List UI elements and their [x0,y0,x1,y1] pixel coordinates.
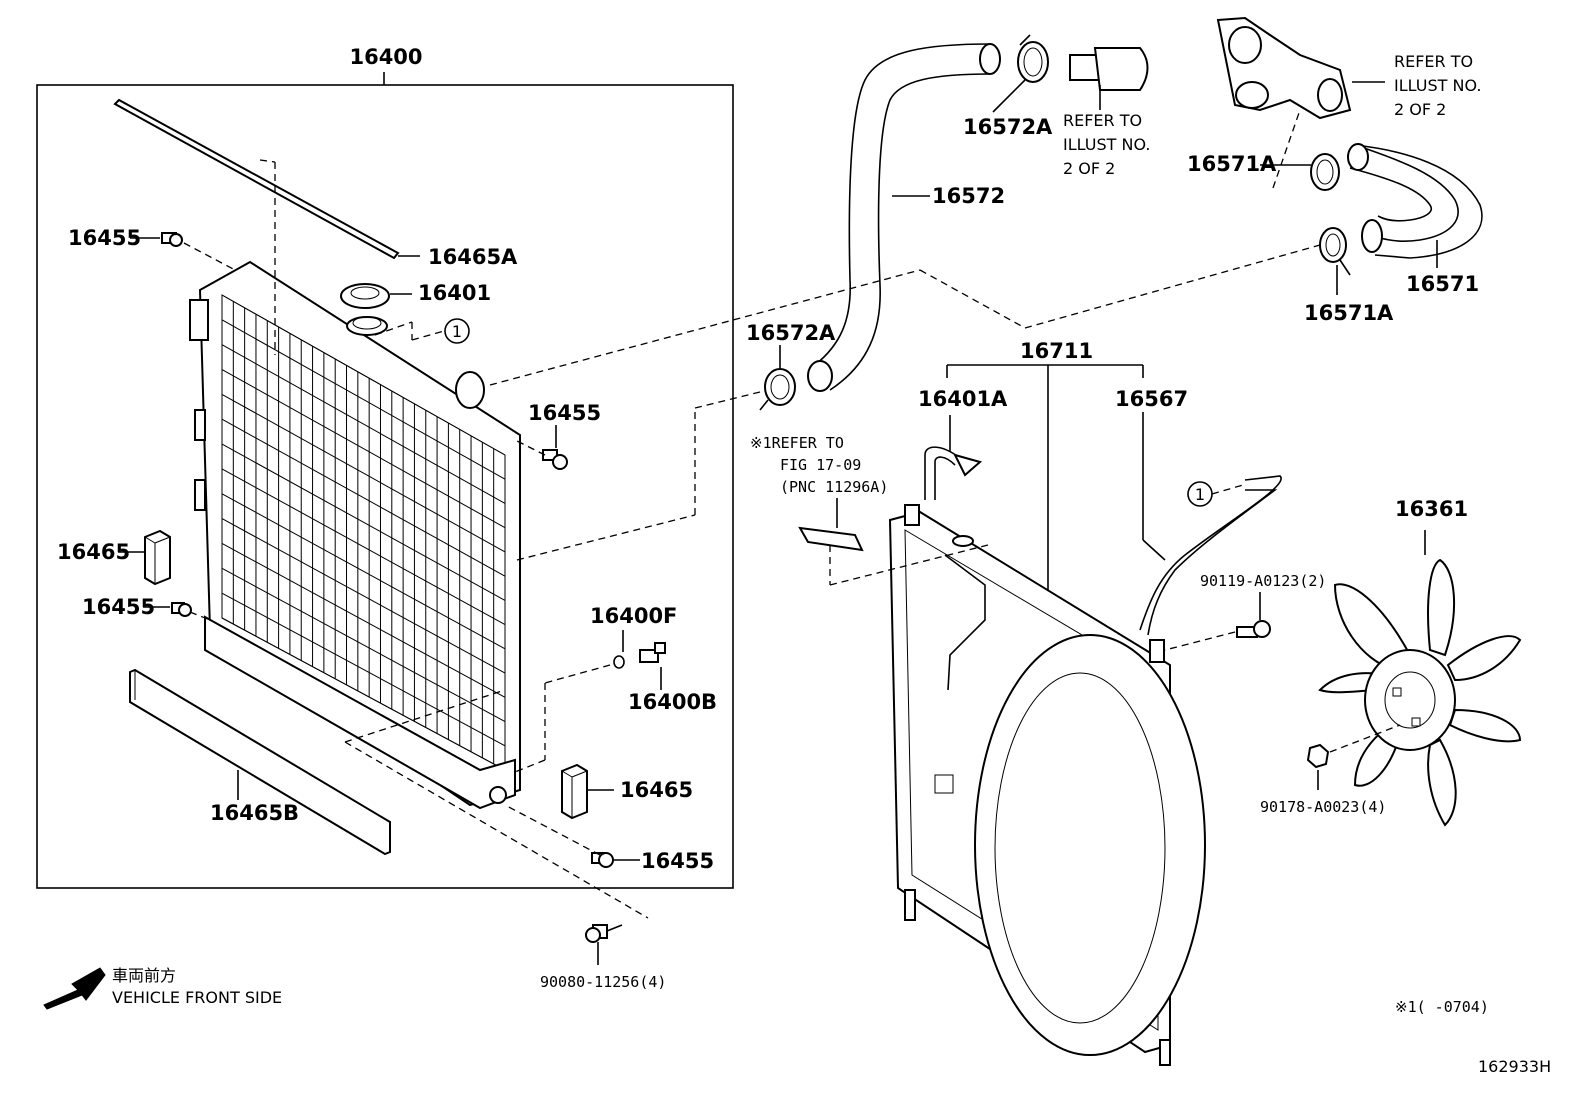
vehicle-front-arrow-icon [43,967,106,1010]
top-seal-strip [113,98,400,260]
bolt-16455-bottom [504,804,640,868]
label-90119: 90119-A0123(2) [1200,572,1326,590]
fan-ring [974,634,1206,1056]
refer-note-inlet-3: 2 OF 2 [1394,100,1446,119]
label-16455-left: 16455 [82,595,155,619]
label-16571A-lower: 16571A [1304,301,1394,325]
label-16571A-top: 16571A [1187,152,1277,176]
callout-1-radiator-text: 1 [452,322,462,341]
bolt-16455-left [143,602,211,621]
label-16400: 16400 [349,45,422,69]
label-16361: 16361 [1395,497,1468,521]
label-16401A: 16401A [918,387,1008,411]
vehicle-front-en: VEHICLE FRONT SIDE [112,988,282,1007]
caution-label [798,526,864,552]
cushion-16465-left [118,529,171,586]
label-16401: 16401 [418,281,491,305]
bolt-16455-top [130,232,236,271]
fig-ref-note-1: ※1REFER TO [750,434,844,452]
drain-plug [514,630,666,773]
bolt-16455-right [514,425,568,470]
nut-90178 [1306,724,1401,790]
callout-1-radiator [444,318,470,344]
refer-note-outlet-3: 2 OF 2 [1063,159,1115,178]
label-16455-bottom: 16455 [641,849,714,873]
footnote: ※1( -0704) [1395,998,1489,1016]
bolt-90080 [585,924,623,965]
refer-note-inlet-1: REFER TO [1394,52,1473,71]
fig-ref-note-2: FIG 17-09 [780,456,861,474]
label-16465A: 16465A [428,245,518,269]
label-16465B: 16465B [210,801,299,825]
refer-note-outlet-1: REFER TO [1063,111,1142,130]
label-16572: 16572 [932,184,1005,208]
label-16400B: 16400B [628,690,717,714]
bolt-90119 [1164,592,1271,651]
label-16400F: 16400F [590,604,677,628]
illustration-id: 162933H [1478,1057,1551,1076]
label-16465-right: 16465 [620,778,693,802]
label-16455-top: 16455 [68,226,141,250]
label-16455-right: 16455 [528,401,601,425]
fig-ref-note-3: (PNC 11296A) [780,478,888,496]
clamp-16572A-lower [759,345,796,411]
fan-shroud [888,504,1206,1066]
clamp-16572A-top [992,34,1049,113]
upper-hose-16572 [807,43,1001,392]
overflow-hose-16401A [924,415,983,500]
radiator-group-frame [36,84,734,889]
callout-1-hose [1187,481,1213,507]
label-16567: 16567 [1115,387,1188,411]
water-inlet-housing [1216,16,1385,120]
refer-note-inlet-2: ILLUST NO. [1394,76,1481,95]
label-16711: 16711 [1020,339,1093,363]
label-90080: 90080-11256(4) [540,973,666,991]
radiator-core [189,260,521,810]
label-16572A-top: 16572A [963,115,1053,139]
hose-16567 [1139,412,1282,636]
refer-note-outlet-2: ILLUST NO. [1063,135,1150,154]
bottom-seal-16465B [129,668,391,856]
clamp-16571A-top [1260,109,1340,191]
callout-1-hose-text: 1 [1195,485,1205,504]
upper-inlet [455,371,485,409]
cushion-16465-right [561,763,614,820]
o-ring-16400F [613,655,625,669]
label-90178: 90178-A0023(4) [1260,798,1386,816]
label-16465-left: 16465 [57,540,130,564]
radiator-group: 1 [36,72,734,919]
vehicle-front-jp: 車両前方 [112,966,176,985]
clamp-16571A-lower [1319,227,1351,295]
drain-cock-16400B [639,649,659,663]
label-16572A-lower: 16572A [746,321,836,345]
water-outlet [1069,47,1149,110]
lower-hose-16571 [1347,143,1483,268]
label-16571: 16571 [1406,272,1479,296]
radiator-cap [340,283,412,309]
cooling-fan [1318,530,1522,827]
